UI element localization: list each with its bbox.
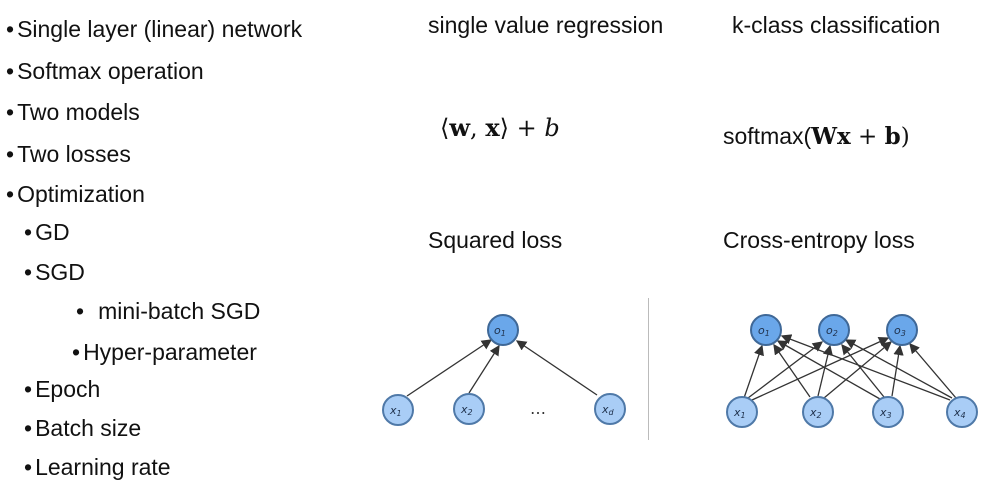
node-o3: o3 xyxy=(886,314,918,346)
bullet-item: •Two models xyxy=(6,99,140,125)
node-o1: o1 xyxy=(750,314,782,346)
edge-xd-o1 xyxy=(515,340,598,396)
svg-text:xd: xd xyxy=(601,403,615,417)
node-x1: x1 xyxy=(726,396,758,428)
bullet-item: •Single layer (linear) network xyxy=(6,16,303,42)
svg-text:x2: x2 xyxy=(809,406,822,420)
bullet-item: •Batch size xyxy=(24,415,142,441)
svg-text:o1: o1 xyxy=(758,324,770,338)
node-xd: xd xyxy=(594,393,626,425)
regression-network-diagram: o1 x1 x2 … xd xyxy=(382,314,626,426)
node-x4: x4 xyxy=(946,396,978,428)
node-x2: x2 xyxy=(802,396,834,428)
svg-text:o3: o3 xyxy=(894,324,906,338)
node-x2: x2 xyxy=(453,393,485,425)
svg-text:x3: x3 xyxy=(879,406,892,420)
regression-title: single value regression xyxy=(428,12,664,38)
divider xyxy=(648,298,649,440)
svg-text:x1: x1 xyxy=(733,406,746,420)
bullet-item: •mini-batch SGD xyxy=(76,298,261,324)
regression-formula: ⟨w, x⟩ + b xyxy=(440,113,560,142)
edge-x1-o1 xyxy=(406,339,493,397)
bullet-item: •Two losses xyxy=(6,141,131,167)
bullet-item: •SGD xyxy=(24,259,85,285)
bullet-item: •Optimization xyxy=(6,181,145,207)
node-o1: o1 xyxy=(487,314,519,346)
ellipsis: … xyxy=(530,399,546,418)
svg-text:o2: o2 xyxy=(826,324,838,338)
edges xyxy=(743,334,957,401)
bullet-item: •Softmax operation xyxy=(6,58,204,84)
bullet-item: •Epoch xyxy=(24,376,101,402)
svg-text:x2: x2 xyxy=(460,403,473,417)
bullet-item: •GD xyxy=(24,219,70,245)
node-o2: o2 xyxy=(818,314,850,346)
classification-loss: Cross-entropy loss xyxy=(723,227,915,253)
node-x3: x3 xyxy=(872,396,904,428)
bullet-item: •Learning rate xyxy=(24,454,171,480)
svg-text:x4: x4 xyxy=(953,406,966,420)
svg-text:o1: o1 xyxy=(494,324,506,338)
node-x1: x1 xyxy=(382,394,414,426)
edge-x2-o1 xyxy=(468,344,500,394)
svg-text:x1: x1 xyxy=(389,404,402,418)
classification-formula: softmax(Wx + b) xyxy=(723,123,910,150)
regression-loss: Squared loss xyxy=(428,227,563,253)
classification-title: k-class classification xyxy=(732,12,941,38)
classification-network-diagram: o1 o2 o3 x1 x2 x3 x4 xyxy=(726,314,978,428)
bullet-list: •Single layer (linear) network •Softmax … xyxy=(0,0,400,492)
bullet-item: •Hyper-parameter xyxy=(72,339,257,365)
